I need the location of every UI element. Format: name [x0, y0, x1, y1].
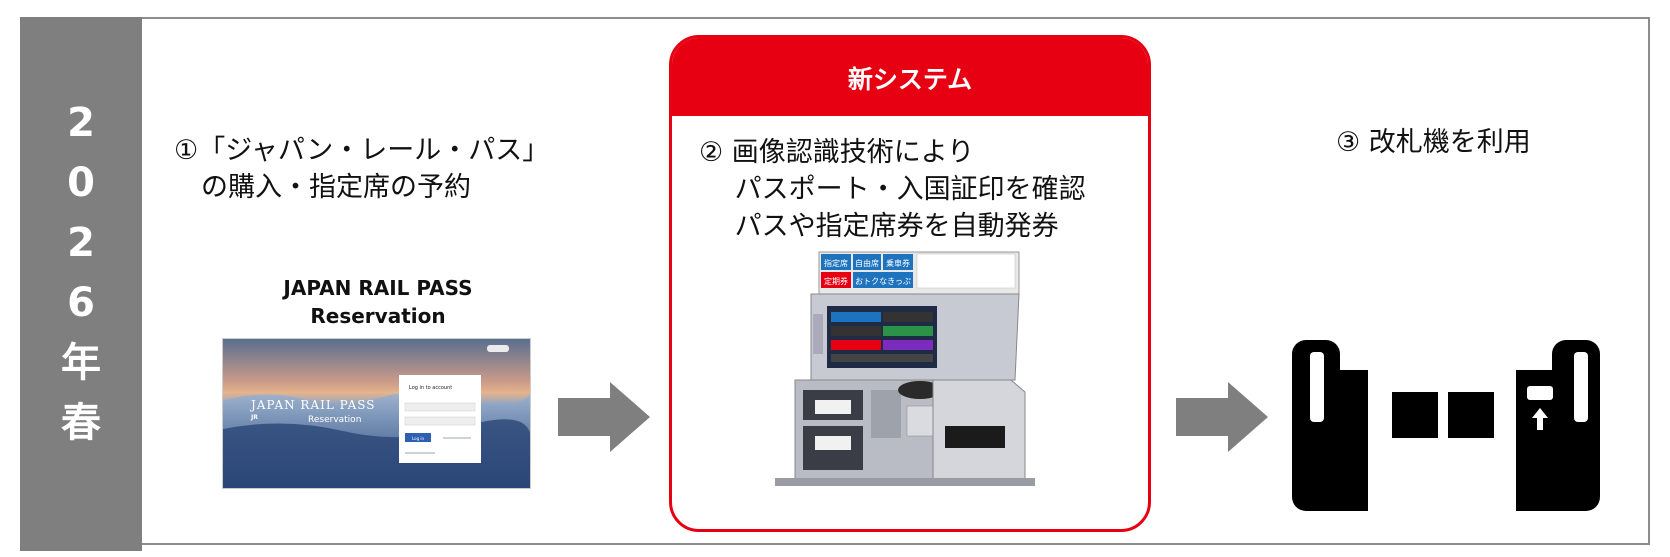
arrow-right-icon [1176, 382, 1268, 452]
new-system-header: 新システム [672, 38, 1148, 116]
step1-line1: ①「ジャパン・レール・パス」 [174, 135, 550, 166]
jrp-title-line1: JAPAN RAIL PASS [283, 276, 473, 300]
jrp-logo-line1: JAPAN RAIL PASS [249, 398, 376, 412]
jrp-website-screenshot: Log in to account Log in JAPAN RAIL PASS… [222, 338, 531, 489]
arrow-right-icon [558, 382, 650, 452]
step3-label: ③ 改札機を利用 [1336, 127, 1531, 158]
new-system-title: 新システム [847, 65, 973, 94]
year-char: 0 [67, 160, 95, 206]
jrp-logo-prefix: JR [250, 414, 258, 421]
step2-line1: ② 画像認識技術により [699, 137, 975, 168]
year-char: 2 [67, 220, 95, 266]
sign-discount: おトクなきっぷ [855, 277, 911, 286]
step1-line2: の購入・指定席の予約 [174, 172, 471, 203]
year-char: 6 [67, 280, 95, 326]
sign-reserved: 指定席 [824, 258, 848, 268]
login-button-label: Log in [412, 436, 425, 441]
sign-unreserved: 自由席 [855, 258, 879, 268]
year-char: 2 [67, 100, 95, 146]
ticket-machine-image: 指定席 自由席 乗車券 定期券 おトクなきっぷ [775, 251, 1035, 486]
jrp-reservation-title: JAPAN RAIL PASS Reservation [248, 274, 508, 330]
sign-commuter: 定期券 [824, 276, 848, 286]
jrp-title-line2: Reservation [310, 304, 446, 328]
year-char: 春 [61, 400, 101, 446]
ticket-gate-icon [1292, 340, 1600, 511]
year-char: 年 [61, 340, 101, 386]
step2-line2: パスポート・入国証印を確認 [699, 174, 1086, 205]
sign-ticket: 乗車券 [886, 258, 910, 268]
step2-line3: パスや指定席券を自動発券 [699, 211, 1059, 242]
jrp-logo-line2: Reservation [308, 415, 361, 425]
year-label-bar: 2 0 2 6 年 春 [20, 17, 142, 551]
jrp-screenshot-art: Log in to account Log in JAPAN RAIL PASS… [223, 345, 530, 488]
login-title: Log in to account [409, 385, 452, 391]
